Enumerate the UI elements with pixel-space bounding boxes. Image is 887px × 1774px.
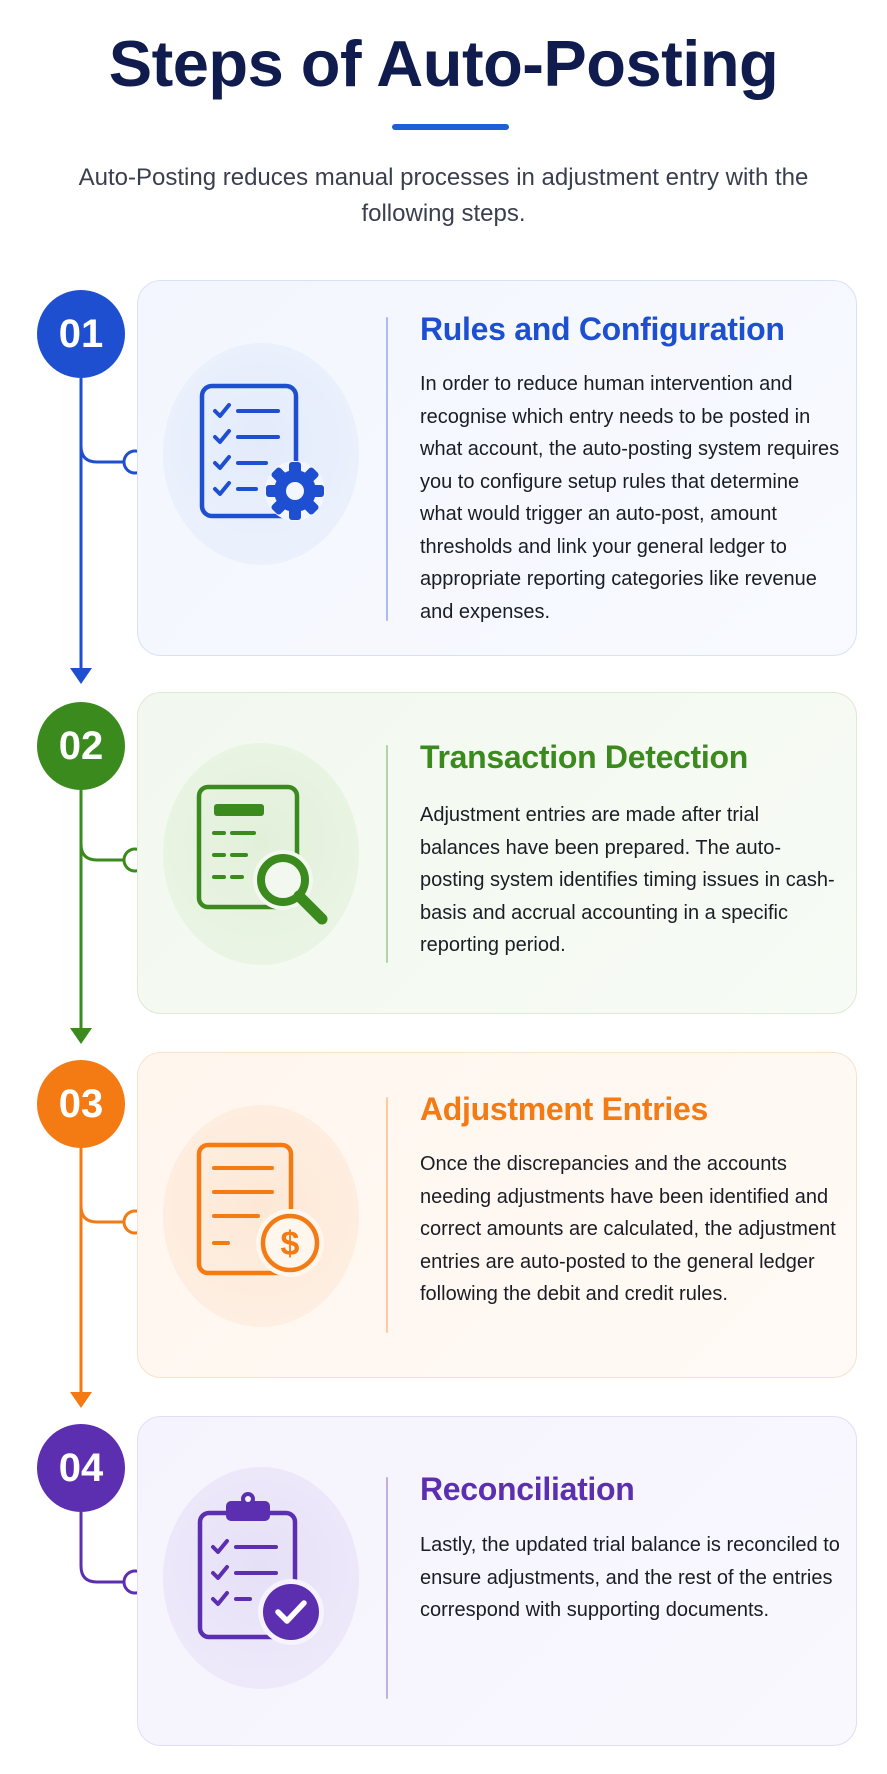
icon-circle-1 bbox=[163, 343, 359, 565]
step-title-4: Reconciliation bbox=[420, 1471, 635, 1507]
timeline-connector-2 bbox=[70, 790, 148, 1044]
checklist-gear-icon bbox=[199, 383, 325, 521]
icon-circle-3 bbox=[163, 1105, 359, 1327]
step-text-1: In order to reduce human intervention an… bbox=[420, 373, 840, 623]
timeline-connector-1 bbox=[70, 378, 148, 684]
step-text-2: Adjustment entries are made after trial … bbox=[420, 804, 835, 956]
step-badge-4: 04 bbox=[37, 1424, 125, 1512]
step-text-4: Lastly, the updated trial balance is rec… bbox=[420, 1534, 840, 1621]
step-badge-3: 03 bbox=[37, 1060, 125, 1148]
timeline-connector-3 bbox=[70, 1148, 148, 1408]
step-badge-1: 01 bbox=[37, 290, 125, 378]
step-card-2: Transaction Detection Adjustment entries… bbox=[137, 692, 857, 1014]
svg-text:$: $ bbox=[281, 1225, 300, 1263]
page-title: Steps of Auto-Posting bbox=[108, 27, 779, 100]
document-dollar-icon: $ bbox=[196, 1142, 324, 1277]
document-magnifier-icon bbox=[196, 784, 328, 925]
page-subtitle: Auto-Posting reduces manual processes in… bbox=[78, 164, 809, 227]
step-card-1: Rules and Configuration In order to redu… bbox=[137, 280, 857, 656]
step-badge-2: 02 bbox=[37, 702, 125, 790]
card-divider-2 bbox=[386, 745, 388, 963]
clipboard-check-icon bbox=[197, 1492, 324, 1645]
icon-circle-2 bbox=[163, 743, 359, 965]
step-title-1: Rules and Configuration bbox=[420, 311, 785, 347]
card-divider-4 bbox=[386, 1477, 388, 1699]
title-underline bbox=[392, 124, 509, 130]
step-title-2: Transaction Detection bbox=[420, 739, 748, 775]
card-divider-1 bbox=[386, 317, 388, 621]
step-card-4: Reconciliation Lastly, the updated trial… bbox=[137, 1416, 857, 1746]
step-text-3: Once the discrepancies and the accounts … bbox=[420, 1153, 836, 1305]
step-card-3: $ Adjustment Entries Once the discrepanc… bbox=[137, 1052, 857, 1378]
card-divider-3 bbox=[386, 1097, 388, 1333]
step-title-3: Adjustment Entries bbox=[420, 1091, 708, 1127]
